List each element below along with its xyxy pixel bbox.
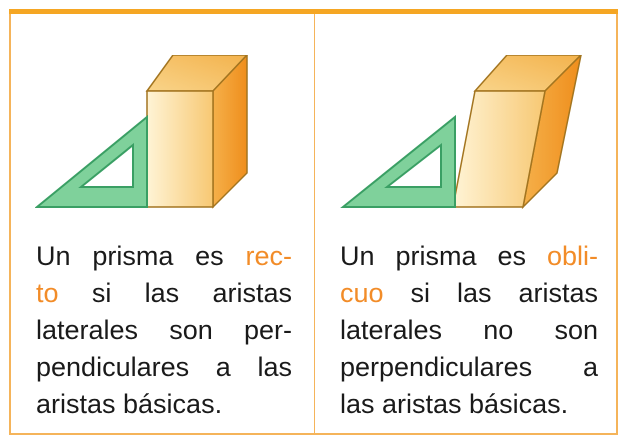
highlight-term: to [36, 278, 59, 308]
set-square-hole [384, 142, 442, 188]
highlight-term: cuo [340, 278, 384, 308]
right-caption: Un prisma es obli- cuo si las aristas la… [340, 238, 598, 423]
top-accent-bar [9, 9, 618, 14]
set-square-hole [78, 142, 134, 188]
left-caption-line3: laterales son per- [36, 315, 292, 345]
highlight-term: obli- [546, 241, 598, 271]
left-caption: Un prisma es rec- to si las aristas late… [36, 238, 292, 423]
right-caption-line2: cuo si las aristas [340, 278, 598, 308]
left-caption-line5: aristas básicas. [36, 389, 223, 419]
right-prism-illustration [35, 55, 249, 209]
prism-front-face [452, 90, 546, 208]
left-caption-line1: Un prisma es rec- [36, 241, 293, 271]
right-caption-line1: Un prisma es obli- [340, 241, 598, 271]
right-caption-line4: perpendiculares a [340, 352, 598, 382]
right-caption-line3: laterales no son [340, 315, 598, 345]
left-caption-line4: pendiculares a las [36, 352, 292, 382]
left-caption-line2: to si las aristas [36, 278, 292, 308]
right-panel [314, 14, 618, 435]
highlight-term: rec- [245, 241, 293, 271]
oblique-prism-illustration [340, 55, 583, 210]
prism-front-face [146, 90, 214, 208]
right-caption-line5: las aristas básicas. [340, 389, 569, 419]
